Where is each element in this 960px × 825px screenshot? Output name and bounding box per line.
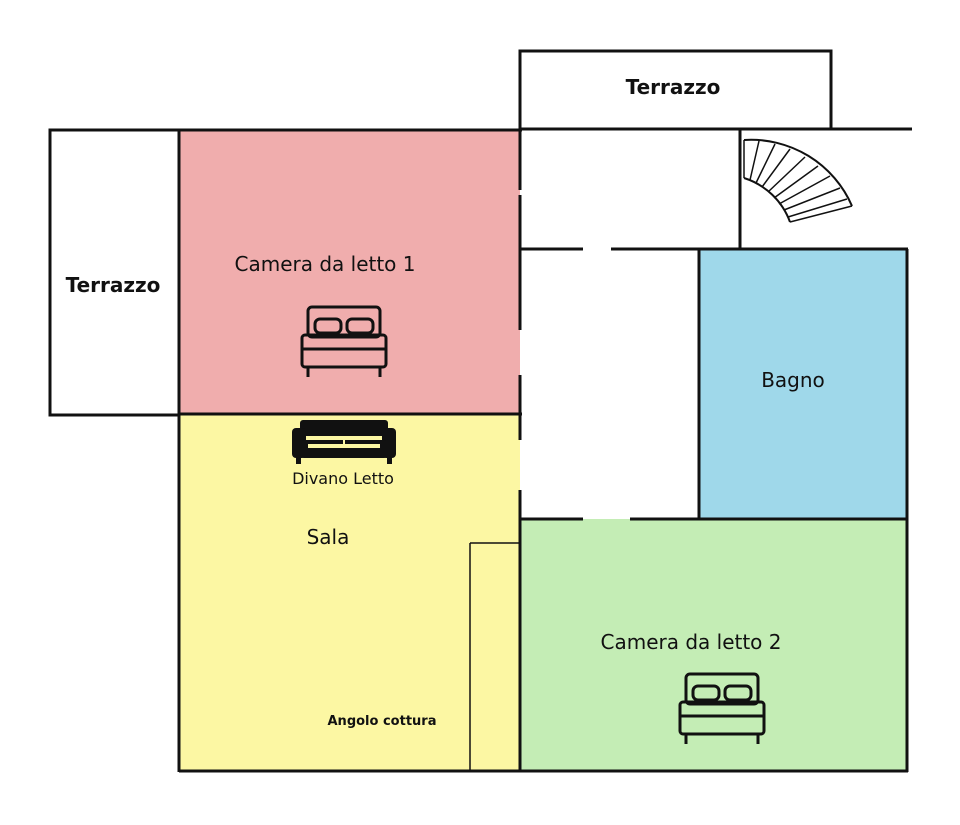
bathroom-walls [699,247,909,772]
bathroom-label: Bagno [761,368,825,392]
terrace-left-label: Terrazzo [66,273,161,297]
double-bed-icon [678,672,766,744]
bathroom-room [699,249,907,519]
bedroom2-room [520,519,907,771]
spiral-stairs-icon [743,138,853,223]
kitchenette-counter [469,542,520,771]
double-bed-icon [300,305,388,377]
terrace-top-label: Terrazzo [626,75,721,99]
sofa-icon [292,420,396,464]
bedroom2-walls [520,517,908,773]
kitchenette-label: Angolo cottura [328,714,437,729]
sofa-bed-label: Divano Letto [292,469,394,488]
bedroom1-walls [177,128,522,416]
bedroom2-label: Camera da letto 2 [600,630,781,654]
living-room [179,414,520,771]
living-label: Sala [307,525,350,549]
bedroom1-label: Camera da letto 1 [234,252,415,276]
living-walls [177,414,522,773]
